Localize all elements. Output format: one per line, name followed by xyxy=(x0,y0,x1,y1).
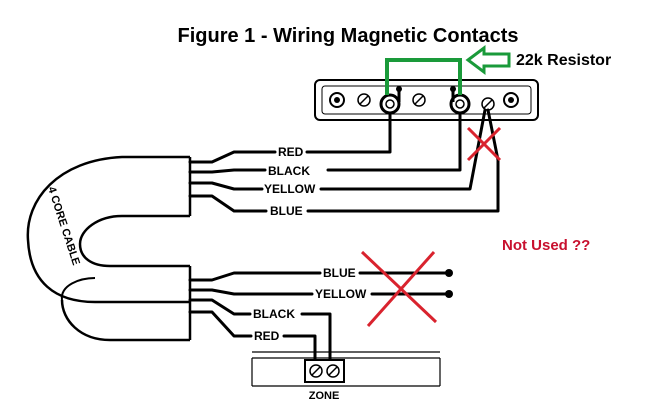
zone-label: ZONE xyxy=(309,390,340,402)
not-used-cross-icon xyxy=(360,250,438,327)
wire-label-black-top: BLACK xyxy=(268,164,310,178)
wire-label-yellow-top: YELLOW xyxy=(264,182,316,196)
cross-mark-icon xyxy=(466,126,502,162)
four-core-cable xyxy=(26,155,192,342)
magnetic-contact-block xyxy=(314,79,539,121)
wire-label-black-bottom: BLACK xyxy=(253,307,295,321)
top-wires xyxy=(188,108,500,213)
bottom-wires xyxy=(188,269,453,368)
resistor-label: 22k Resistor xyxy=(516,52,611,69)
wire-label-red-bottom: RED xyxy=(254,329,280,343)
figure-title: Figure 1 - Wiring Magnetic Contacts xyxy=(178,25,519,47)
not-used-label: Not Used ?? xyxy=(502,237,590,254)
wire-label-red-top: RED xyxy=(278,145,304,159)
wire-label-blue-top: BLUE xyxy=(270,204,303,218)
panel-board xyxy=(251,351,441,387)
resistor-arrow-icon xyxy=(465,45,511,75)
cable-label: 4 CORE CABLE xyxy=(45,185,82,267)
resistor xyxy=(385,45,511,95)
wire-label-yellow-bottom: YELLOW xyxy=(315,287,367,301)
wire-label-blue-bottom: BLUE xyxy=(323,266,356,280)
